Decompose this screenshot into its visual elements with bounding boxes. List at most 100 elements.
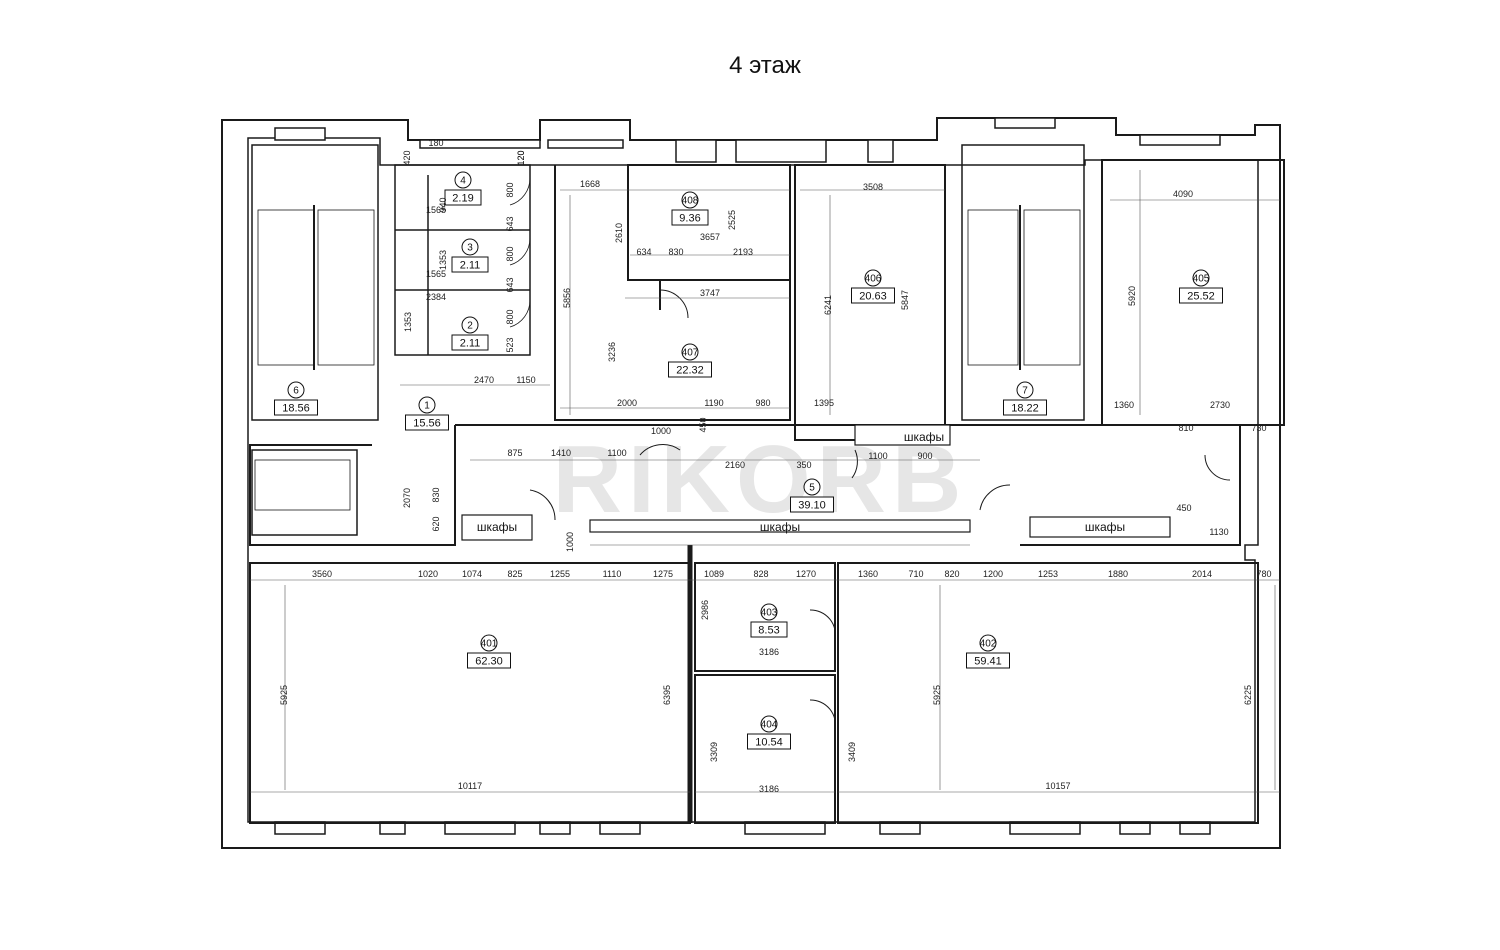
dimension-label: 2730 — [1210, 400, 1230, 410]
door-swings — [529, 289, 1231, 731]
dimension-label: 1110 — [603, 569, 622, 579]
room-area-box — [750, 621, 788, 638]
room-number-circle — [681, 343, 699, 361]
room-area: 2.19 — [452, 193, 473, 205]
room-number: 3 — [467, 243, 473, 254]
room-number-circle — [418, 396, 436, 414]
plan-title: 4 этаж — [729, 52, 801, 79]
room-area-box — [451, 334, 489, 351]
dimension-label: 10157 — [1045, 781, 1070, 791]
room-2: 22.11 — [451, 316, 489, 351]
room-area: 2.11 — [460, 338, 481, 350]
room-6: 618.56 — [274, 381, 318, 416]
room-number-circle — [979, 634, 997, 652]
dimension-label: 1100 — [868, 451, 887, 461]
dimension-label: 2986 — [700, 600, 710, 620]
dimension-label: 1253 — [1038, 569, 1058, 579]
room-number-circle — [461, 238, 479, 256]
dimension-label: 825 — [507, 569, 522, 579]
room-number: 407 — [682, 348, 699, 359]
dimension-label: 1668 — [580, 179, 600, 189]
room-404: 404 10.54 — [747, 715, 791, 750]
dimension-label: 2000 — [617, 398, 637, 408]
room-area-box — [444, 189, 482, 206]
dimension-label: 1100 — [607, 448, 626, 458]
room-number: 405 — [1193, 274, 1210, 285]
cabinet-label-1: шкафы — [477, 520, 517, 534]
dimension-label: 3747 — [700, 288, 720, 298]
dimension-label: 800 — [505, 309, 515, 324]
room-area: 18.56 — [282, 403, 310, 415]
dimension-label: 1020 — [418, 569, 438, 579]
room-number: 406 — [865, 274, 882, 285]
dimension-label: 350 — [796, 460, 811, 470]
dimension-label: 6241 — [823, 295, 833, 315]
dimension-label: 900 — [917, 451, 932, 461]
dimension-label: 3657 — [700, 232, 720, 242]
room-area: 59.41 — [974, 656, 1002, 668]
dimension-label: 643 — [505, 216, 515, 231]
room-area-box — [1003, 399, 1047, 416]
dimension-label: 1200 — [983, 569, 1003, 579]
dimension-label: 120 — [516, 150, 526, 165]
dimension-label: 10117 — [458, 781, 482, 791]
room-5: 539.10 — [790, 478, 834, 513]
room-area: 8.53 — [758, 625, 779, 637]
room-3: 32.11 — [451, 238, 489, 273]
dimension-label: 875 — [507, 448, 522, 458]
dimension-label: 830 — [668, 247, 683, 257]
dimension-label: 2470 — [474, 375, 494, 385]
cabinet-label-4: шкафы — [904, 430, 944, 444]
room-number: 5 — [809, 483, 815, 494]
dimension-label: 3186 — [759, 784, 779, 794]
room-number: 4 — [460, 176, 466, 187]
dimension-label: 1089 — [704, 569, 724, 579]
room-number: 408 — [682, 196, 699, 207]
room-number: 403 — [761, 608, 778, 619]
room-walls — [249, 159, 1285, 824]
dimension-label: 3508 — [863, 182, 883, 192]
dimension-label: 5847 — [900, 290, 910, 310]
room-7: 718.22 — [1003, 381, 1047, 416]
room-number-circle — [864, 269, 882, 287]
room-area: 2.11 — [460, 260, 481, 272]
elevator-shaft — [251, 449, 358, 536]
dimension-label: 1360 — [1114, 400, 1134, 410]
room-number: 401 — [481, 639, 498, 650]
room-area: 25.52 — [1187, 291, 1215, 303]
dimension-label: 634 — [636, 247, 651, 257]
dimension-label: 1565 — [426, 269, 446, 279]
dimension-label: 780 — [1256, 569, 1271, 579]
room-area: 10.54 — [755, 737, 783, 749]
dimension-label: 730 — [1251, 423, 1266, 433]
room-number: 2 — [467, 321, 473, 332]
dimension-label: 2070 — [402, 488, 412, 508]
dimension-lines — [250, 170, 1280, 793]
dimension-label: 1410 — [551, 448, 571, 458]
room-4: 42.19 — [444, 171, 482, 206]
room-number: 7 — [1022, 386, 1028, 397]
dimension-label: 710 — [908, 569, 923, 579]
room-area-box — [851, 287, 895, 304]
room-number-circle — [287, 381, 305, 399]
room-number: 404 — [761, 720, 778, 731]
room-number-circle — [760, 603, 778, 621]
room-area: 62.30 — [475, 656, 503, 668]
dimension-label: 1255 — [550, 569, 570, 579]
room-area-box — [467, 652, 511, 669]
dimension-label: 1000 — [565, 532, 575, 552]
room-area: 22.32 — [676, 365, 704, 377]
room-area: 20.63 — [859, 291, 887, 303]
dimension-label: 1190 — [704, 398, 723, 408]
room-406: 406 20.63 — [851, 269, 895, 304]
dimension-label: 800 — [505, 182, 515, 197]
dimension-labels: 4201801201208009401565643800135315656432… — [279, 138, 1272, 794]
top-windows — [274, 117, 1221, 163]
dimension-label: 6395 — [662, 685, 672, 705]
stairwell-6 — [251, 144, 379, 421]
dimension-label: 3560 — [312, 569, 332, 579]
cabinet-label-2: шкафы — [760, 520, 800, 534]
